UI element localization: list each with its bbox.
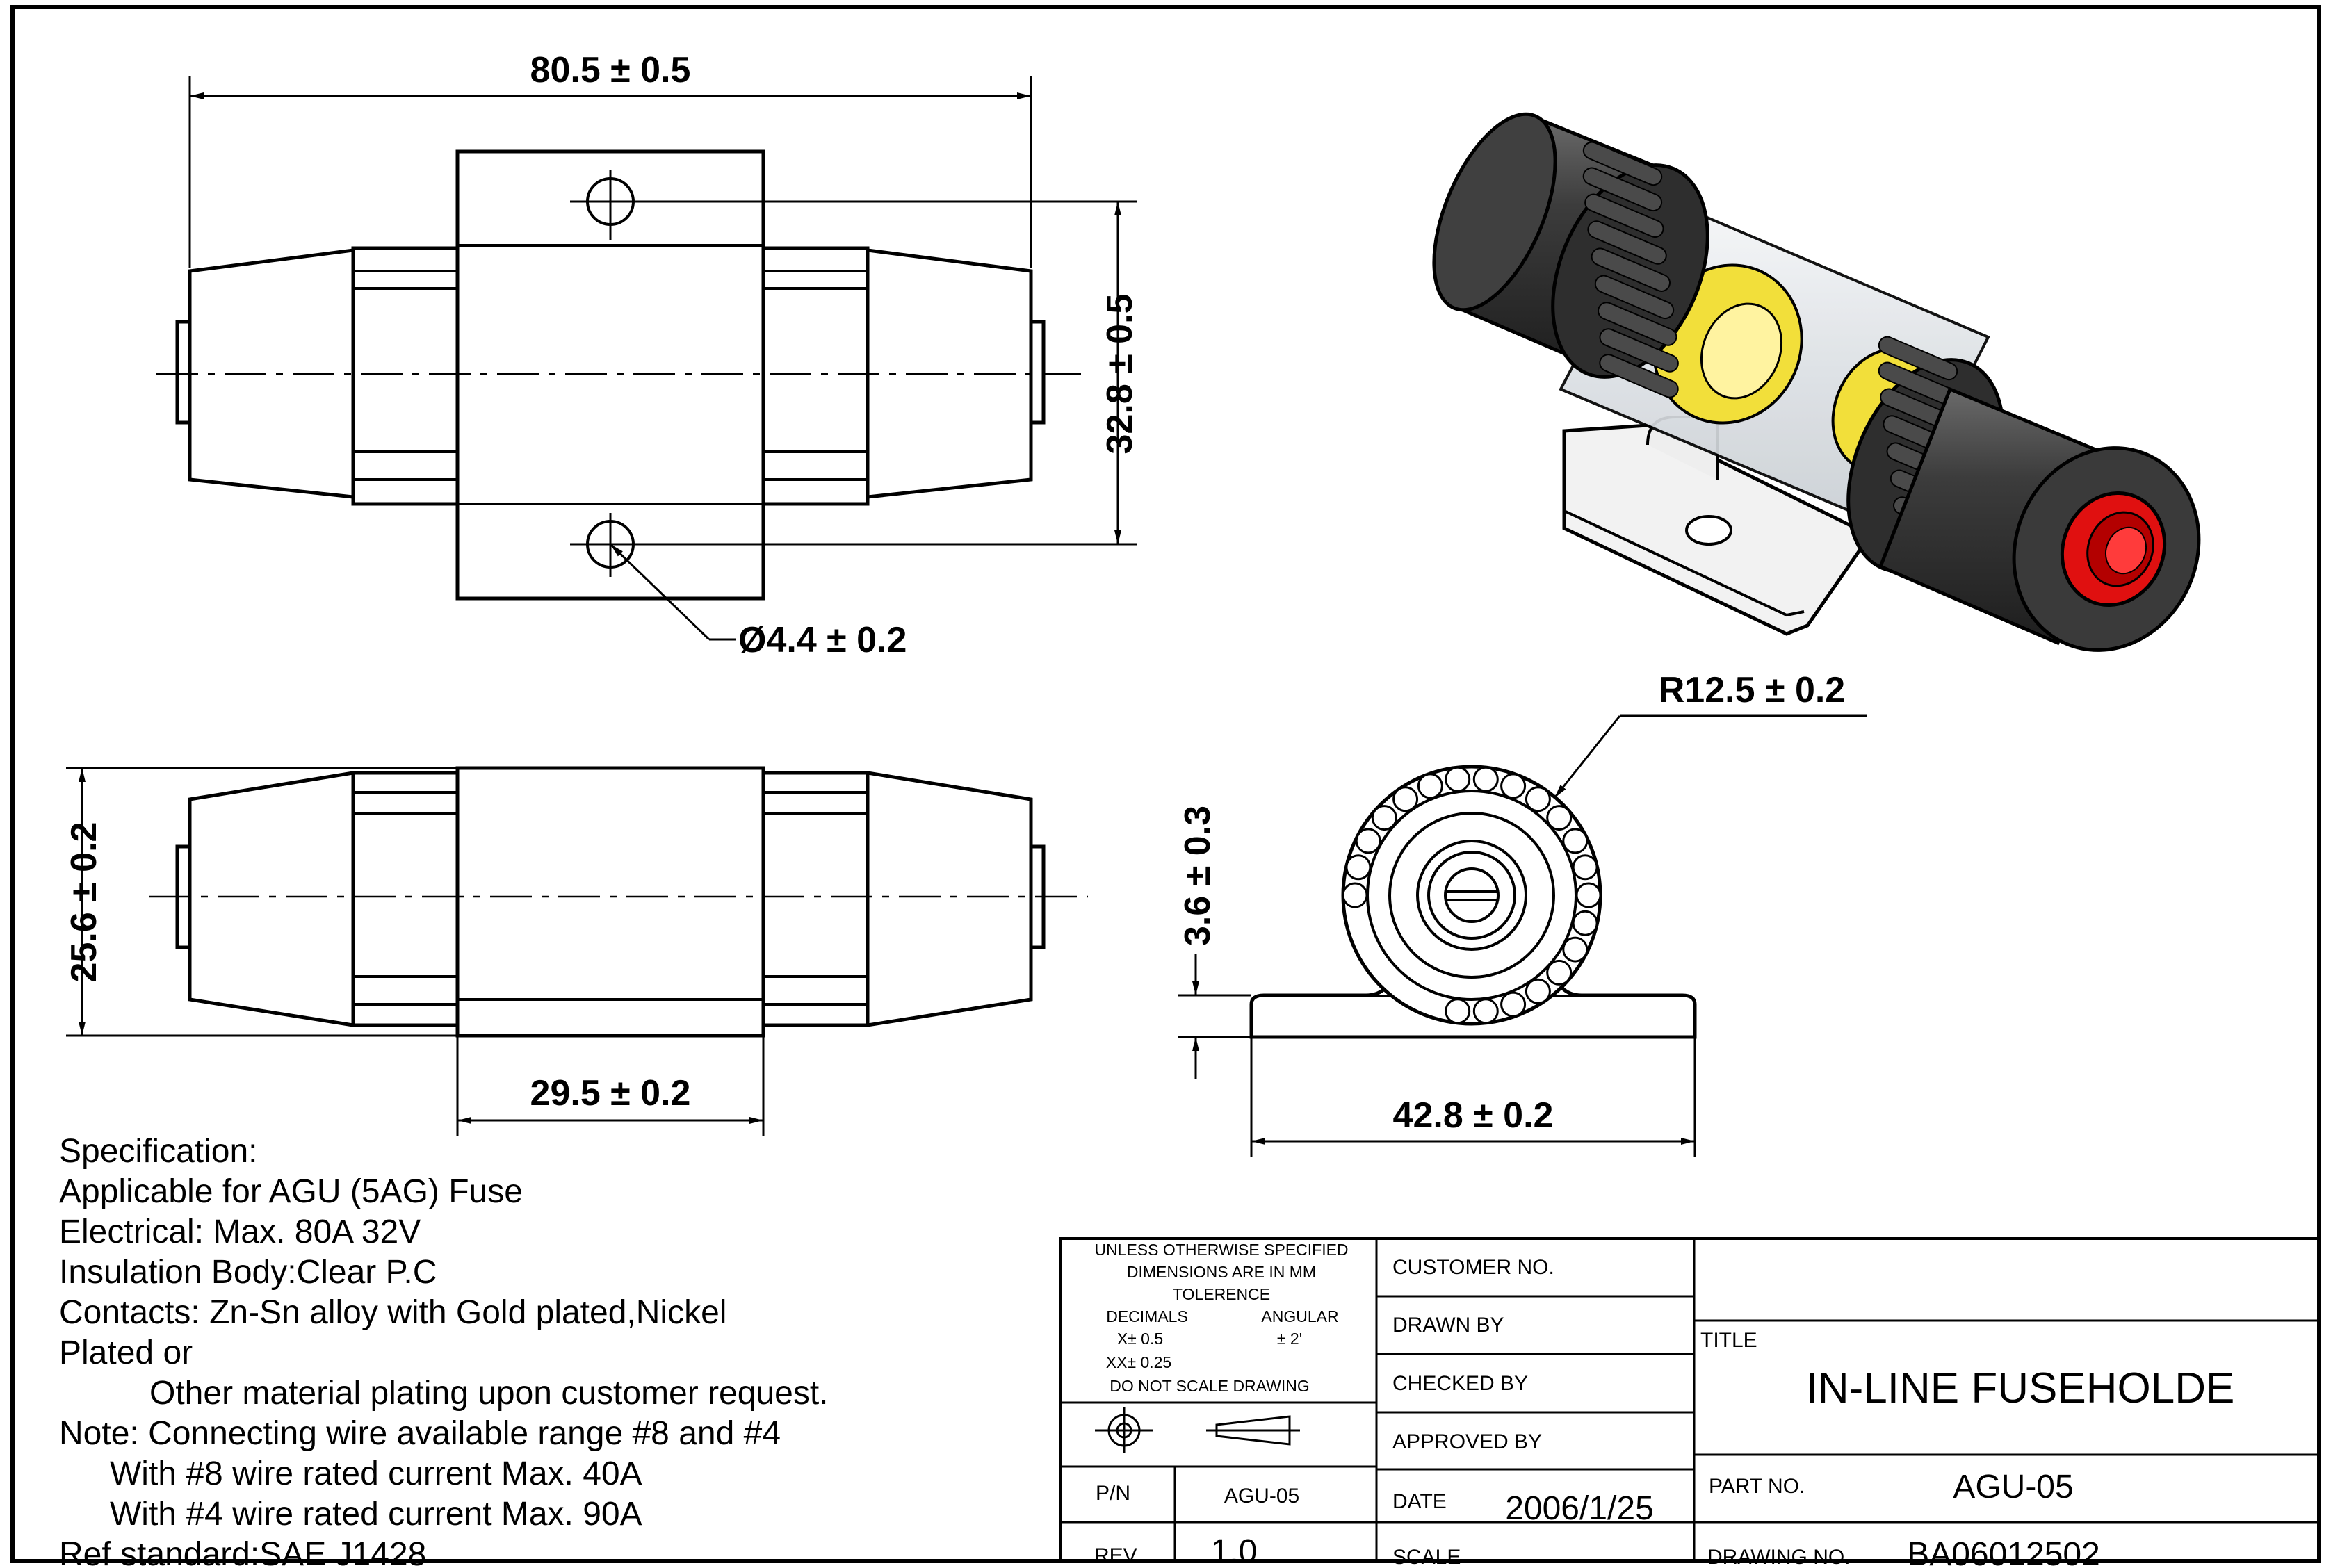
title-block: UNLESS OTHERWISE SPECIFIED DIMENSIONS AR… xyxy=(1059,1237,2321,1568)
knurl-ridge xyxy=(1598,302,1677,346)
rev-value: 1.0 xyxy=(1211,1533,1258,1568)
knurl-ridge xyxy=(1599,328,1679,373)
knurl-scallop xyxy=(1572,854,1598,881)
knurl-scallop xyxy=(1572,910,1598,936)
hole-diameter-label: Ø4.4 ± 0.2 xyxy=(738,620,907,660)
knurl-scallop xyxy=(1562,936,1589,963)
tolerance-line-1: DIMENSIONS ARE IN MM xyxy=(1127,1263,1316,1281)
spec-line-1: Applicable for AGU (5AG) Fuse xyxy=(59,1173,523,1210)
knurl-scallop xyxy=(1575,882,1602,908)
decimals-label: DECIMALS xyxy=(1106,1307,1188,1325)
knurl-ring xyxy=(1342,766,1602,1024)
knurl-scallop xyxy=(1500,773,1527,799)
customer-no-label: CUSTOMER NO. xyxy=(1392,1256,1554,1279)
side-view xyxy=(149,766,1088,1038)
part-no-value: AGU-05 xyxy=(1953,1469,2073,1505)
no-scale-note: DO NOT SCALE DRAWING xyxy=(1110,1377,1310,1395)
tolerance-line-0: UNLESS OTHERWISE SPECIFIED xyxy=(1094,1241,1348,1259)
dim-overall-length: 80.5 ± 0.5 xyxy=(188,50,1032,268)
knurl-scallop xyxy=(1345,854,1372,881)
knurl-scallop xyxy=(1472,998,1499,1024)
top-view xyxy=(156,149,1081,601)
dim-hole-diameter: Ø4.4 ± 0.2 xyxy=(609,543,907,660)
angular-label: ANGULAR xyxy=(1261,1307,1338,1325)
title-value: IN-LINE FUSEHOLDE xyxy=(1806,1364,2235,1412)
knurl-scallop xyxy=(1342,882,1368,908)
knurl-scallop xyxy=(1392,786,1419,812)
isometric-view xyxy=(1432,112,2201,652)
drawing-no-label: DRAWING NO. xyxy=(1707,1546,1851,1568)
spec-line-9: With #4 wire rated current Max. 90A xyxy=(110,1496,642,1533)
tolerance-line-2: TOLERENCE xyxy=(1173,1285,1270,1303)
spec-line-5: Plated or xyxy=(59,1334,193,1371)
knurl-ridge xyxy=(1594,275,1675,320)
knurl-ridge xyxy=(1587,220,1667,265)
knurl-ridge xyxy=(1599,354,1679,398)
scale-label: SCALE xyxy=(1392,1546,1461,1568)
approved-by-label: APPROVED BY xyxy=(1392,1430,1542,1453)
spec-line-6: Other material plating upon customer req… xyxy=(149,1375,829,1412)
dim-body-length: 29.5 ± 0.2 xyxy=(456,1036,765,1136)
knurl-ridge xyxy=(1582,167,1663,212)
dim-radius: R12.5 ± 0.2 xyxy=(1553,670,1867,799)
knurl-scallop xyxy=(1355,828,1381,854)
width-side-label: 25.6 ± 0.2 xyxy=(64,822,104,983)
radius-label: R12.5 ± 0.2 xyxy=(1659,670,1845,710)
knurl-scallop xyxy=(1525,978,1551,1004)
projection-symbol xyxy=(1095,1407,1300,1453)
height-label: 32.8 ± 0.5 xyxy=(1100,294,1140,455)
dim-width-side: 25.6 ± 0.2 xyxy=(64,767,457,1037)
knurl-scallop xyxy=(1500,991,1527,1018)
spec-line-3: Insulation Body:Clear P.C xyxy=(59,1254,437,1291)
knurl-scallop xyxy=(1546,805,1573,831)
body-length-label: 29.5 ± 0.2 xyxy=(530,1073,691,1113)
spec-line-7: Note: Connecting wire available range #8… xyxy=(59,1415,781,1452)
knurl-scallop xyxy=(1445,998,1471,1024)
pn-label: P/N xyxy=(1096,1482,1130,1505)
knurl-scallop xyxy=(1546,959,1573,986)
part-no-label: PART NO. xyxy=(1709,1475,1805,1498)
dim-bracket-thickness: 3.6 ± 0.3 xyxy=(1178,806,1251,1079)
spec-line-10: Ref standard:SAE J1428 xyxy=(59,1536,426,1568)
knurl-ridge xyxy=(1591,247,1671,292)
knurl-scallop xyxy=(1417,773,1443,799)
spec-line-2: Electrical: Max. 80A 32V xyxy=(59,1214,421,1250)
date-label: DATE xyxy=(1392,1490,1447,1513)
checked-by-label: CHECKED BY xyxy=(1392,1372,1528,1395)
bracket-hole xyxy=(1685,515,1732,546)
knurl-ridge xyxy=(1582,141,1663,186)
spec-line-0: Specification: xyxy=(59,1133,258,1170)
title-label: TITLE xyxy=(1700,1329,1757,1352)
specification-block: Specification: Applicable for AGU (5AG) … xyxy=(59,1133,829,1568)
xx-tolerance: XX± 0.25 xyxy=(1106,1353,1171,1371)
knurl-scallop xyxy=(1371,805,1397,831)
spec-line-4: Contacts: Zn-Sn alloy with Gold plated,N… xyxy=(59,1294,726,1331)
end-view xyxy=(1249,765,1697,1039)
rev-label: REV xyxy=(1094,1544,1137,1567)
knurl-ridge xyxy=(1878,336,1958,381)
date-value: 2006/1/25 xyxy=(1505,1490,1654,1527)
drawing-no-value: BA06012502 xyxy=(1907,1536,2100,1568)
knurl-scallop xyxy=(1445,766,1471,792)
bracket-thickness-label: 3.6 ± 0.3 xyxy=(1178,806,1218,946)
spec-line-8: With #8 wire rated current Max. 40A xyxy=(110,1455,642,1492)
drawn-by-label: DRAWN BY xyxy=(1392,1314,1504,1337)
overall-length-label: 80.5 ± 0.5 xyxy=(530,50,691,90)
angular-tolerance: ± 2' xyxy=(1277,1330,1302,1348)
knurl-scallop xyxy=(1562,828,1589,854)
dim-height: 32.8 ± 0.5 xyxy=(651,200,1140,546)
pn-value: AGU-05 xyxy=(1224,1485,1299,1508)
x-tolerance: X± 0.5 xyxy=(1117,1330,1163,1348)
knurl-ridge xyxy=(1584,193,1664,238)
bracket-width-label: 42.8 ± 0.2 xyxy=(1393,1095,1554,1136)
knurl-scallop xyxy=(1525,786,1551,812)
knurl-scallop xyxy=(1472,766,1499,792)
dim-bracket-width: 42.8 ± 0.2 xyxy=(1250,1037,1696,1157)
